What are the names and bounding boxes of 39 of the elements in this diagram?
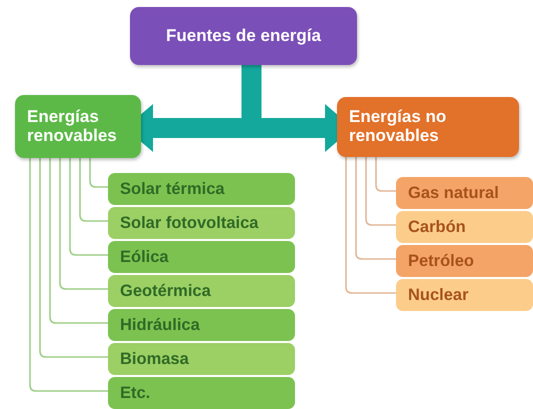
box-label: Fuentes de energía [166,26,321,46]
item-box [108,309,295,341]
box-label: Gas natural [408,184,499,202]
connector-line [39,158,108,358]
item-box [108,343,295,375]
box-label: Biomasa [120,350,189,368]
box-label: Petróleo [408,252,474,270]
category-box [130,7,357,65]
box-label: Energías no renovables [349,108,448,146]
box-label: Carbón [408,218,466,236]
item-box [108,377,295,409]
box-label: Solar térmica [120,180,225,198]
item-box [396,279,533,311]
connector-line [69,158,108,256]
connector-line [89,158,108,188]
box-label: Solar fotovoltaica [120,214,258,232]
item-box [108,275,295,307]
connector-line [345,157,396,294]
item-box [396,211,533,243]
category-box [337,97,519,157]
connector-line [365,157,396,226]
box-label: Eólica [120,248,169,266]
item-box [108,173,295,205]
item-box [108,241,295,273]
connector-line [79,158,108,222]
connector-line [375,157,396,192]
category-box [15,95,141,158]
item-box [396,245,533,277]
connector-line [49,158,108,324]
connector-line [355,157,396,260]
box-label: Hidráulica [120,316,200,334]
connector-line [59,158,108,290]
box-label: Energías renovables [27,108,118,146]
box-label: Nuclear [408,286,469,304]
connector-line [29,158,108,392]
box-label: Geotérmica [120,282,211,300]
item-box [396,177,533,209]
box-label: Etc. [120,384,150,402]
item-box [108,207,295,239]
